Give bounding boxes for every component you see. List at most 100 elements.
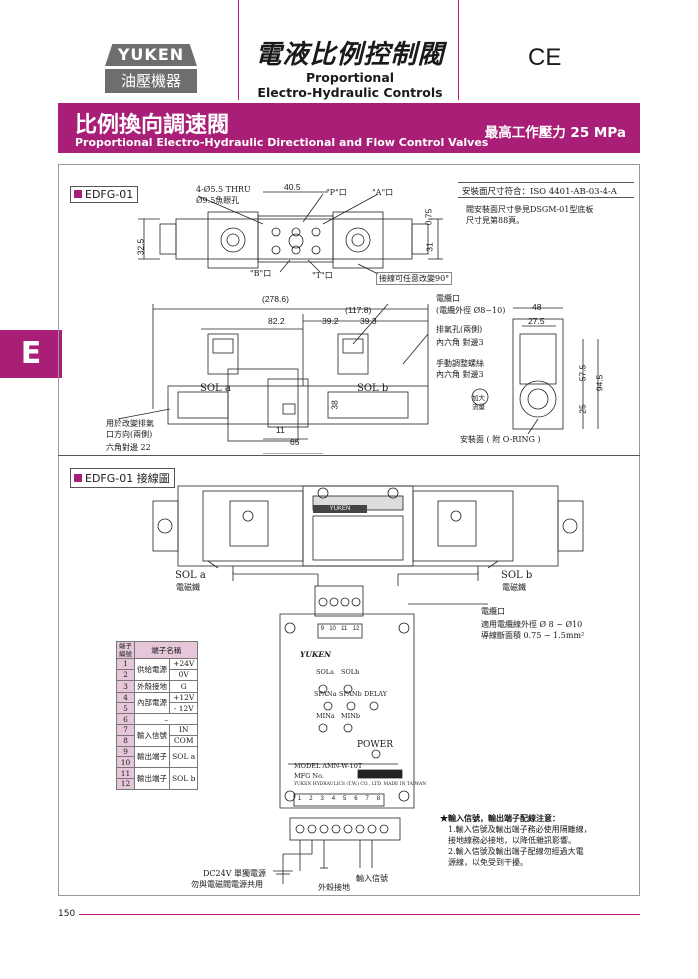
table-val: G <box>168 679 199 693</box>
amp-delay: DELAY <box>364 690 387 698</box>
dc-note-1: DC24V 單獨電源 <box>203 869 267 878</box>
table-row-no: 3 <box>116 679 135 693</box>
table-row-no: 2 <box>116 668 135 681</box>
amp-minb: MINb <box>341 712 361 720</box>
table-group: 輸入信號 <box>134 723 170 747</box>
amp-sola: SOLa <box>316 668 334 676</box>
terminal-12: 12 <box>352 626 360 632</box>
wiring-sol-b: SOL b <box>501 570 533 581</box>
dim-39-3: 39.3 <box>360 316 377 326</box>
wiring-cable-range: 適用電纜線外徑 Ø 8 ~ Ø10 <box>481 620 583 629</box>
section-tab-e: E <box>0 330 62 378</box>
yuken-logo: YUKEN 油壓機器 <box>105 44 197 96</box>
terminal-2: 2 <box>309 796 313 802</box>
table-val: SOL a <box>168 745 199 769</box>
page-title-cn: 電液比例控制閥 <box>255 40 445 70</box>
amp-spana: SPANa <box>314 690 337 698</box>
terminal-9: 9 <box>320 626 324 632</box>
table-row-no: 12 <box>116 777 135 790</box>
dim-31: 31 <box>424 242 435 252</box>
dim-11: 11 <box>276 425 285 435</box>
table-val: IN <box>168 723 199 736</box>
manual-screw-label: 手動調整螺絲 <box>436 359 484 368</box>
mount-note-2: 尺寸見第88頁。 <box>466 216 525 225</box>
wiring-sol-b-cn: 電磁鐵 <box>502 583 526 592</box>
dim-117-8: (117.8) <box>345 305 372 315</box>
cable-od-label: (電纜外徑 Ø8~10) <box>436 306 506 315</box>
ce-mark: CE <box>528 44 562 71</box>
table-row-no: 7 <box>116 723 135 736</box>
section-marker <box>74 190 82 198</box>
spotface-label: Ø9.5魚眼孔 <box>196 196 240 205</box>
bleed-label: 排氣孔(兩側) <box>436 325 483 334</box>
amp-maker: YUKEN HYDRAULICS (T.W.) CO., LTD. MADE I… <box>294 782 427 787</box>
table-row-no: 11 <box>116 767 135 779</box>
amp-model: MODEL AMN-W-10T <box>294 762 363 770</box>
amp-solb: SOLb <box>341 668 360 676</box>
section-wiring-title: EDFG-01 接線圖 <box>70 468 175 488</box>
terminal-3: 3 <box>320 796 324 802</box>
terminal-7: 7 <box>365 796 369 802</box>
table-group: 外殼接地 <box>134 679 170 693</box>
wiring-wire-area: 導線斷面積 0.75 ~ 1.5mm² <box>481 631 585 640</box>
dim-39-2: 39.2 <box>322 316 339 326</box>
mount-box <box>458 182 634 183</box>
header-rule-left <box>238 0 239 100</box>
table-group: 內部電源 <box>134 691 170 715</box>
terminal-8: 8 <box>376 796 381 802</box>
terminal-4: 4 <box>331 796 336 802</box>
table-val: +12V <box>168 691 199 704</box>
dim-65: 65 <box>290 437 300 447</box>
wiring-sol-a-cn: 電磁鐵 <box>176 583 200 592</box>
page-number: 150 <box>58 909 80 919</box>
dim-0-75: 0.75 <box>423 208 434 226</box>
product-banner: 比例換向調速閥 Proportional Electro-Hydraulic D… <box>58 103 640 153</box>
dim-32-5: 32.5 <box>135 238 146 256</box>
product-title-en: Proportional Electro-Hydraulic Direction… <box>75 136 489 149</box>
footer-rule <box>58 914 640 915</box>
port-b-label: "B"口 <box>250 269 272 278</box>
mount-box-rule <box>458 197 634 198</box>
table-head-name: 端子名稱 <box>133 641 199 659</box>
hex3b-label: 內六角 對邊3 <box>436 370 484 379</box>
ground-label: 外殼接地 <box>318 883 350 892</box>
logo-text: YUKEN <box>105 44 197 66</box>
input-label: 輸入信號 <box>356 874 388 883</box>
amp-spanb: SPANb <box>339 690 362 698</box>
max-pressure: 最高工作壓力 25 MPa <box>484 125 626 141</box>
note-1a: 1.輸入信號及輸出端子務必使用隔離線， <box>448 825 592 834</box>
table-head-no: 端子編號 <box>116 641 135 659</box>
table-group: 供給電源 <box>134 658 170 681</box>
port-t-label: "T"口 <box>312 271 333 280</box>
exhaust-label-2: 口方向(兩側) <box>106 430 153 439</box>
exhaust-label-1: 用於改變排氣 <box>106 419 154 428</box>
section-edfg01-title: EDFG-01 <box>70 186 139 203</box>
terminal-10: 10 <box>329 626 336 632</box>
notes-head: ★輸入信號，輸出端子配線注意： <box>440 813 560 823</box>
dim-278-6: (278.6) <box>262 294 289 304</box>
table-val: COM <box>168 734 199 747</box>
terminal-5: 5 <box>342 796 347 802</box>
table-row-no: 9 <box>116 745 135 758</box>
amp-logo: YUKEN <box>300 650 331 659</box>
table-val: - 12V <box>168 702 199 715</box>
table-val: +24V <box>168 658 199 670</box>
page-title-en: Proportional Electro-Hydraulic Controls <box>250 70 450 100</box>
dim-27-5: 27.5 <box>528 316 545 326</box>
sol-b-label: SOL b <box>357 383 389 394</box>
dimension-drawing <box>117 191 599 454</box>
section-wiring-text: EDFG-01 接線圖 <box>85 472 170 485</box>
logo-subtext: 油壓機器 <box>105 69 197 93</box>
table-row-no: 6 <box>116 713 135 725</box>
dim-94-5: 94.5 <box>594 374 605 392</box>
mount-standard: 安裝面尺寸符合：ISO 4401-AB-03-4-A <box>462 187 617 197</box>
port-a-label: "A"口 <box>372 188 394 197</box>
dim-40-5: 40.5 <box>284 182 301 192</box>
table-row-no: 4 <box>116 691 135 704</box>
table-row-no: 5 <box>116 702 135 715</box>
valve-side-view <box>512 318 564 430</box>
hole-label: 4-Ø5.5 THRU <box>196 185 251 194</box>
exhaust-label-3: 六角對邊 22 <box>106 443 151 452</box>
dim-48: 48 <box>532 302 542 312</box>
